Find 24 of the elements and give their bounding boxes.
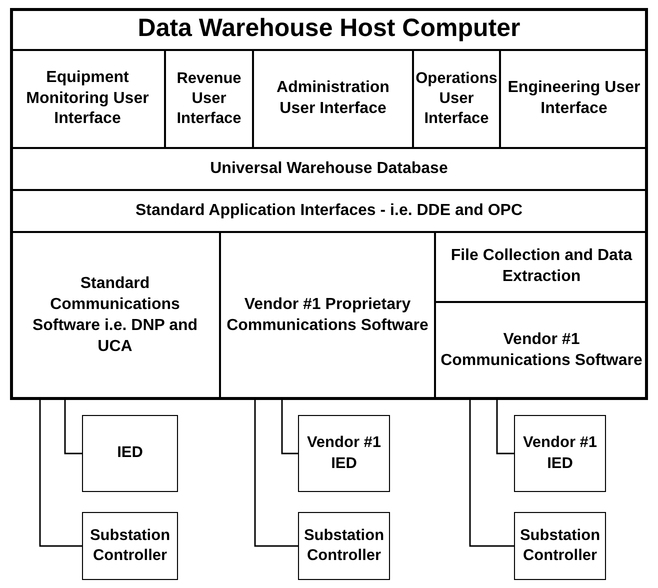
- layer-cell: Equipment Monitoring User Interface: [10, 50, 165, 148]
- connector-line: [496, 400, 514, 454]
- device-box: IED: [82, 415, 178, 492]
- device-box: Substation Controller: [82, 512, 178, 580]
- layer-cell: Universal Warehouse Database: [10, 148, 648, 190]
- layer-cell: Standard Application Interfaces - i.e. DDE and OPC: [10, 190, 648, 232]
- layer-cell: Vendor #1 Communications Software: [435, 302, 648, 400]
- layer-cell: Operations User Interface: [413, 50, 500, 148]
- layer-cell: File Collection and Data Extraction: [435, 232, 648, 302]
- device-box: Substation Controller: [298, 512, 390, 580]
- host-computer-frame: [10, 8, 648, 400]
- layer-cell: Standard Communications Software i.e. DNP and UCA: [10, 232, 220, 400]
- device-box: Vendor #1 IED: [514, 415, 606, 492]
- device-box: Vendor #1 IED: [298, 415, 390, 492]
- layer-cell: Engineering User Interface: [500, 50, 648, 148]
- layer-cell: Vendor #1 Proprietary Communications Software: [220, 232, 435, 400]
- layer-cell: Revenue User Interface: [165, 50, 253, 148]
- connector-line: [469, 400, 514, 547]
- device-box: Substation Controller: [514, 512, 606, 580]
- layer-cell: Administration User Interface: [253, 50, 413, 148]
- connector-line: [254, 400, 298, 547]
- connector-line: [64, 400, 82, 454]
- connector-line: [281, 400, 298, 454]
- connector-line: [39, 400, 82, 547]
